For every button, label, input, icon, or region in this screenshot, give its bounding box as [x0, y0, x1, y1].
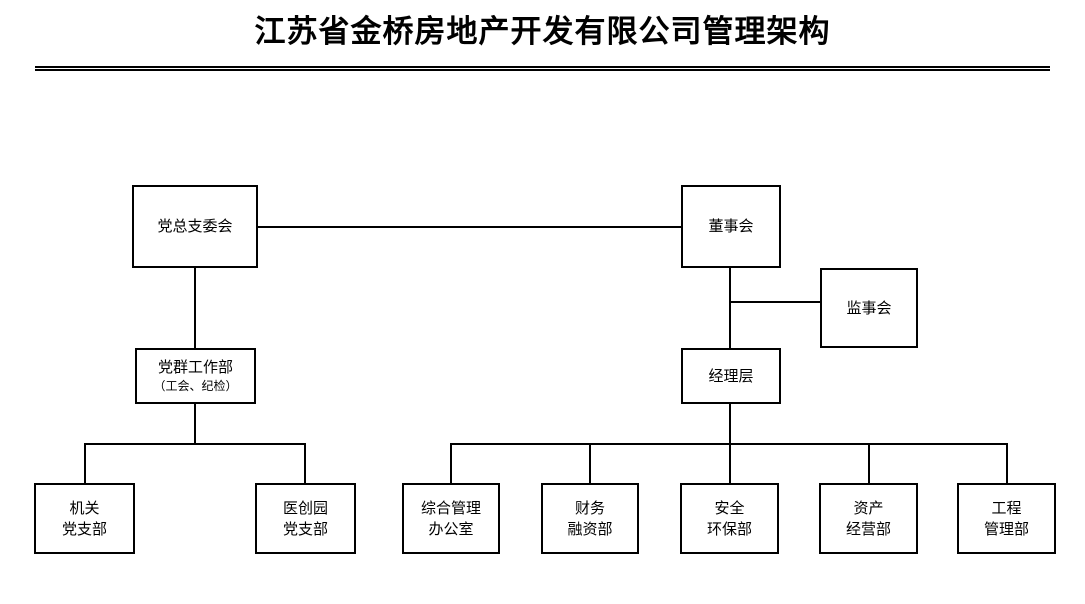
node-party-mass-work-dept-label: 党群工作部 — [157, 358, 233, 376]
connector-drop-yichuangyuan-party-branch — [304, 443, 306, 483]
node-finance-financing-dept-label: 财务 — [574, 498, 605, 517]
connector-drop-safety-environment-dept — [729, 443, 731, 483]
connector-drop-general-admin-office — [450, 443, 452, 483]
node-agency-party-branch-sublabel: 党支部 — [61, 519, 107, 538]
title-divider — [35, 66, 1050, 71]
node-finance-financing-dept-sublabel: 融资部 — [567, 519, 613, 538]
node-safety-environment-dept[interactable]: 安全 环保部 — [680, 483, 779, 554]
connector-drop-asset-operation-dept — [868, 443, 870, 483]
node-asset-operation-dept-sublabel: 经营部 — [845, 519, 891, 538]
node-finance-financing-dept[interactable]: 财务 融资部 — [541, 483, 639, 554]
connector-party-to-board — [258, 226, 683, 228]
node-party-committee-label: 党总支委会 — [157, 217, 233, 235]
node-asset-operation-dept[interactable]: 资产 经营部 — [819, 483, 918, 554]
connector-board-to-management — [729, 267, 731, 349]
node-yichuangyuan-party-branch-sublabel: 党支部 — [282, 519, 328, 538]
node-board-of-supervisors-label: 监事会 — [846, 298, 892, 317]
node-general-admin-office-sublabel: 办公室 — [428, 519, 474, 538]
connector-party-to-partywork — [194, 267, 196, 349]
node-agency-party-branch-label: 机关 — [69, 498, 100, 517]
connector-management-stem — [729, 403, 731, 445]
page-title-text: 江苏省金桥房地产开发有限公司管理架构 — [254, 14, 831, 50]
node-party-mass-work-dept-sublabel: （工会、纪检） — [153, 379, 238, 393]
node-yichuangyuan-party-branch-label: 医创园 — [282, 498, 328, 517]
node-engineering-management-dept-sublabel: 管理部 — [983, 519, 1029, 538]
node-board-of-directors-label: 董事会 — [708, 217, 754, 235]
node-safety-environment-dept-sublabel: 环保部 — [706, 519, 752, 538]
node-party-committee[interactable]: 党总支委会 — [132, 185, 258, 268]
connector-board-to-supervisors — [729, 301, 822, 303]
node-board-of-directors[interactable]: 董事会 — [681, 185, 781, 268]
node-general-admin-office[interactable]: 综合管理 办公室 — [402, 483, 500, 554]
node-engineering-management-dept[interactable]: 工程 管理部 — [957, 483, 1056, 554]
connector-partywork-bus — [84, 443, 306, 445]
node-board-of-supervisors[interactable]: 监事会 — [820, 268, 918, 348]
page-title: 江苏省金桥房地产开发有限公司管理架构 — [0, 12, 1085, 52]
connector-drop-engineering-management-dept — [1006, 443, 1008, 483]
node-management-layer-label: 经理层 — [708, 366, 754, 385]
node-engineering-management-dept-label: 工程 — [991, 498, 1022, 517]
node-asset-operation-dept-label: 资产 — [853, 498, 884, 517]
connector-partywork-stem — [194, 403, 196, 445]
node-management-layer[interactable]: 经理层 — [681, 348, 781, 404]
connector-drop-finance-financing-dept — [589, 443, 591, 483]
node-yichuangyuan-party-branch[interactable]: 医创园 党支部 — [255, 483, 356, 554]
node-safety-environment-dept-label: 安全 — [714, 498, 745, 517]
node-party-mass-work-dept[interactable]: 党群工作部 （工会、纪检） — [135, 348, 256, 404]
node-agency-party-branch[interactable]: 机关 党支部 — [34, 483, 135, 554]
node-general-admin-office-label: 综合管理 — [420, 498, 481, 517]
connector-drop-agency-party-branch — [84, 443, 86, 483]
